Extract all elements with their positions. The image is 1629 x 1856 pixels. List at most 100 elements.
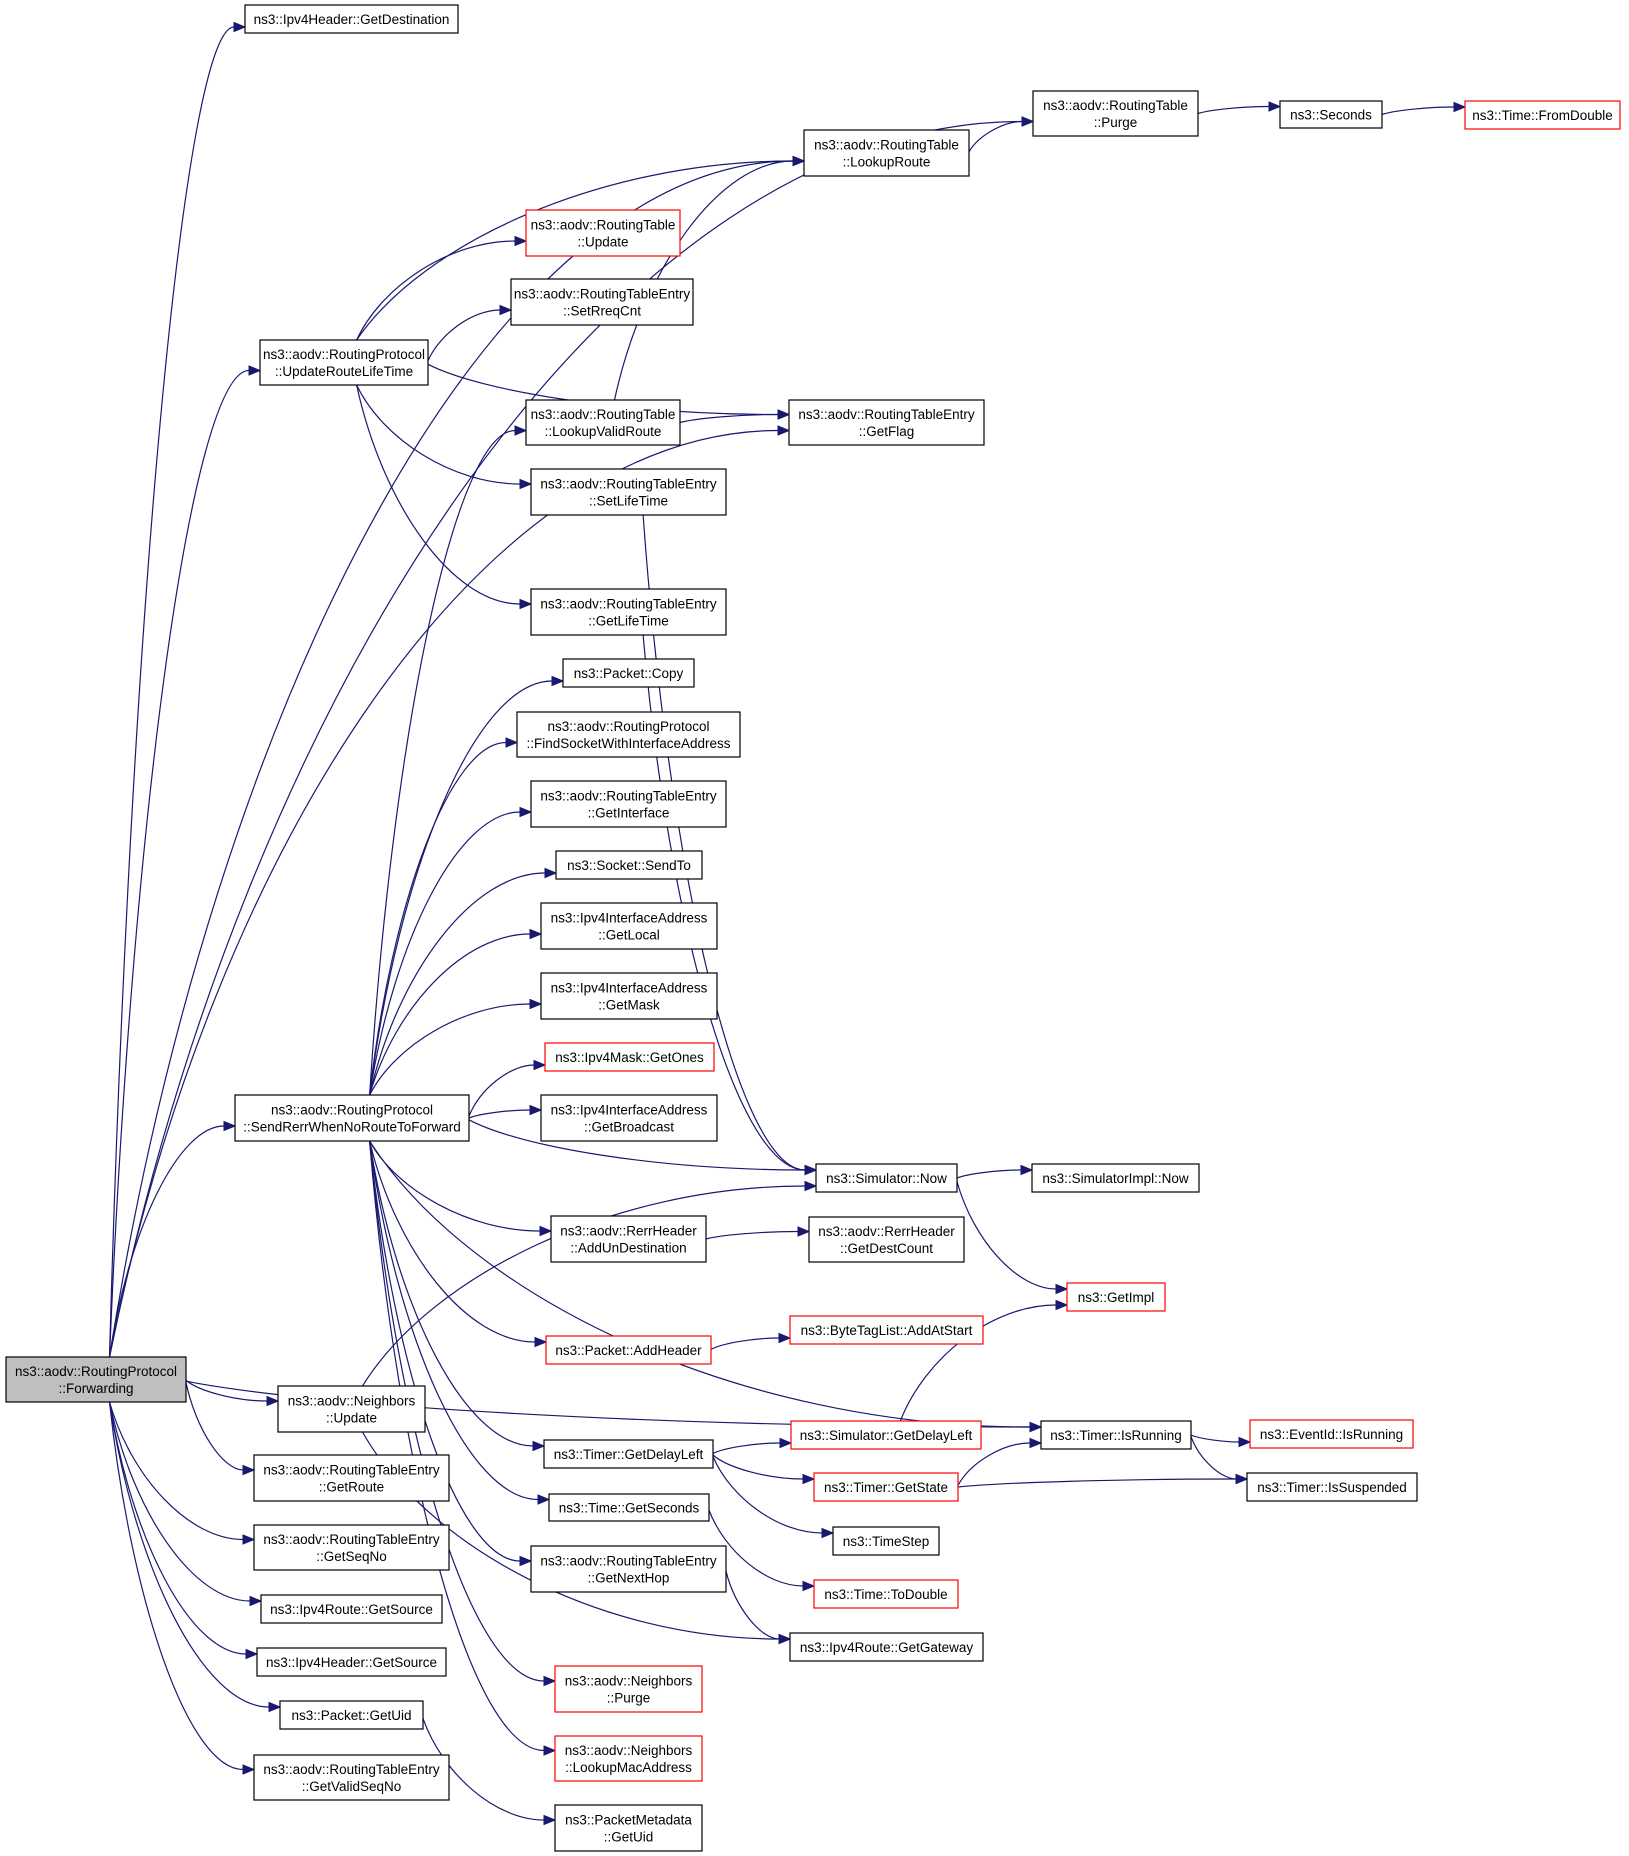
node-simulator-impl-now[interactable]: ns3::SimulatorImpl::Now [1031, 1163, 1200, 1193]
node-event-is-running[interactable]: ns3::EventId::IsRunning [1249, 1419, 1414, 1449]
node-get-ones[interactable]: ns3::Ipv4Mask::GetOnes [544, 1042, 715, 1072]
node-update-route-lifetime[interactable]: ns3::aodv::RoutingProtocol::UpdateRouteL… [259, 339, 429, 386]
node-from-double[interactable]: ns3::Time::FromDouble [1464, 100, 1621, 130]
node-box[interactable] [1246, 1472, 1418, 1502]
node-box[interactable] [510, 278, 694, 326]
node-box[interactable] [530, 588, 727, 636]
node-timer-is-running[interactable]: ns3::Timer::IsRunning [1040, 1420, 1192, 1450]
node-seconds[interactable]: ns3::Seconds [1279, 100, 1383, 129]
node-set-rreq-cnt[interactable]: ns3::aodv::RoutingTableEntry::SetRreqCnt [510, 278, 694, 326]
node-box[interactable] [808, 1216, 965, 1263]
node-packet-copy[interactable]: ns3::Packet::Copy [562, 658, 695, 688]
node-rt-update[interactable]: ns3::aodv::RoutingTable::Update [525, 209, 681, 257]
node-box[interactable] [1279, 100, 1383, 129]
node-get-local[interactable]: ns3::Ipv4InterfaceAddress::GetLocal [540, 902, 718, 950]
node-neighbors-update[interactable]: ns3::aodv::Neighbors::Update [277, 1385, 426, 1433]
node-box[interactable] [234, 1094, 470, 1142]
node-box[interactable] [554, 1735, 703, 1782]
node-box[interactable] [1249, 1419, 1414, 1449]
node-box[interactable] [1031, 1163, 1200, 1193]
node-box[interactable] [525, 209, 681, 257]
node-box[interactable] [259, 339, 429, 386]
node-box[interactable] [815, 1163, 958, 1193]
node-get-lifetime[interactable]: ns3::aodv::RoutingTableEntry::GetLifeTim… [530, 588, 727, 636]
node-find-socket[interactable]: ns3::aodv::RoutingProtocol::FindSocketWi… [516, 711, 741, 758]
node-add-un-destination[interactable]: ns3::aodv::RerrHeader::AddUnDestination [550, 1215, 707, 1263]
node-get-route[interactable]: ns3::aodv::RoutingTableEntry::GetRoute [253, 1454, 450, 1502]
node-get-flag[interactable]: ns3::aodv::RoutingTableEntry::GetFlag [788, 399, 985, 446]
node-timer-get-delay-left[interactable]: ns3::Timer::GetDelayLeft [543, 1439, 714, 1469]
node-box[interactable] [244, 4, 459, 34]
node-get-seq-no[interactable]: ns3::aodv::RoutingTableEntry::GetSeqNo [253, 1524, 450, 1571]
node-box[interactable] [550, 1215, 707, 1263]
node-box[interactable] [562, 658, 695, 688]
node-get-next-hop[interactable]: ns3::aodv::RoutingTableEntry::GetNextHop [530, 1545, 727, 1593]
node-box[interactable] [1040, 1420, 1192, 1450]
node-box[interactable] [256, 1647, 447, 1677]
node-lookup-valid-route[interactable]: ns3::aodv::RoutingTable::LookupValidRout… [525, 399, 681, 446]
node-box[interactable] [1464, 100, 1621, 130]
node-get-destination[interactable]: ns3::Ipv4Header::GetDestination [244, 4, 459, 34]
node-add-header[interactable]: ns3::Packet::AddHeader [545, 1335, 712, 1365]
node-box[interactable] [832, 1526, 940, 1556]
node-time-step[interactable]: ns3::TimeStep [832, 1526, 940, 1556]
node-lookup-route[interactable]: ns3::aodv::RoutingTable::LookupRoute [803, 129, 970, 177]
node-box[interactable] [516, 711, 741, 758]
node-box[interactable] [545, 1335, 712, 1365]
node-header-get-source[interactable]: ns3::Ipv4Header::GetSource [256, 1647, 447, 1677]
node-box[interactable] [540, 1094, 718, 1142]
node-box[interactable] [543, 1439, 714, 1469]
node-get-interface[interactable]: ns3::aodv::RoutingTableEntry::GetInterfa… [530, 780, 727, 828]
node-box[interactable] [530, 1545, 727, 1593]
node-box[interactable] [789, 1632, 984, 1662]
node-get-mask[interactable]: ns3::Ipv4InterfaceAddress::GetMask [540, 972, 718, 1020]
node-box[interactable] [279, 1700, 424, 1730]
node-box[interactable] [530, 780, 727, 828]
node-box[interactable] [530, 468, 727, 516]
node-box[interactable] [544, 1042, 715, 1072]
node-box[interactable] [803, 129, 970, 177]
node-box[interactable] [253, 1754, 450, 1801]
node-packet-metadata-get-uid[interactable]: ns3::PacketMetadata::GetUid [554, 1804, 703, 1852]
node-box[interactable] [554, 1804, 703, 1852]
node-box[interactable] [813, 1472, 959, 1502]
node-neighbors-purge[interactable]: ns3::aodv::Neighbors::Purge [554, 1665, 703, 1713]
node-rt-purge[interactable]: ns3::aodv::RoutingTable::Purge [1032, 90, 1199, 137]
node-timer-is-suspended[interactable]: ns3::Timer::IsSuspended [1246, 1472, 1418, 1502]
node-socket-send-to[interactable]: ns3::Socket::SendTo [555, 850, 703, 880]
node-lookup-mac-address[interactable]: ns3::aodv::Neighbors::LookupMacAddress [554, 1735, 703, 1782]
node-get-broadcast[interactable]: ns3::Ipv4InterfaceAddress::GetBroadcast [540, 1094, 718, 1142]
node-box[interactable] [253, 1524, 450, 1571]
node-box[interactable] [525, 399, 681, 446]
node-time-get-seconds[interactable]: ns3::Time::GetSeconds [548, 1493, 710, 1522]
node-box[interactable] [548, 1493, 710, 1522]
node-box[interactable] [540, 972, 718, 1020]
node-box[interactable] [5, 1356, 187, 1403]
node-sim-get-delay-left[interactable]: ns3::Simulator::GetDelayLeft [790, 1420, 982, 1450]
node-forwarding[interactable]: ns3::aodv::RoutingProtocol::Forwarding [5, 1356, 187, 1403]
node-timer-get-state[interactable]: ns3::Timer::GetState [813, 1472, 959, 1502]
node-box[interactable] [789, 1315, 984, 1345]
node-box[interactable] [790, 1420, 982, 1450]
node-send-rerr[interactable]: ns3::aodv::RoutingProtocol::SendRerrWhen… [234, 1094, 470, 1142]
node-get-dest-count[interactable]: ns3::aodv::RerrHeader::GetDestCount [808, 1216, 965, 1263]
node-box[interactable] [540, 902, 718, 950]
node-box[interactable] [277, 1385, 426, 1433]
node-packet-get-uid[interactable]: ns3::Packet::GetUid [279, 1700, 424, 1730]
node-box[interactable] [253, 1454, 450, 1502]
node-box[interactable] [554, 1665, 703, 1713]
node-route-get-source[interactable]: ns3::Ipv4Route::GetSource [260, 1594, 443, 1624]
node-add-at-start[interactable]: ns3::ByteTagList::AddAtStart [789, 1315, 984, 1345]
node-set-lifetime[interactable]: ns3::aodv::RoutingTableEntry::SetLifeTim… [530, 468, 727, 516]
node-box[interactable] [1066, 1282, 1166, 1312]
node-route-get-gateway[interactable]: ns3::Ipv4Route::GetGateway [789, 1632, 984, 1662]
node-box[interactable] [1032, 90, 1199, 137]
node-get-valid-seq-no[interactable]: ns3::aodv::RoutingTableEntry::GetValidSe… [253, 1754, 450, 1801]
node-box[interactable] [813, 1579, 959, 1609]
node-simulator-now[interactable]: ns3::Simulator::Now [815, 1163, 958, 1193]
node-time-to-double[interactable]: ns3::Time::ToDouble [813, 1579, 959, 1609]
node-get-impl[interactable]: ns3::GetImpl [1066, 1282, 1166, 1312]
node-box[interactable] [260, 1594, 443, 1624]
node-box[interactable] [788, 399, 985, 446]
node-box[interactable] [555, 850, 703, 880]
